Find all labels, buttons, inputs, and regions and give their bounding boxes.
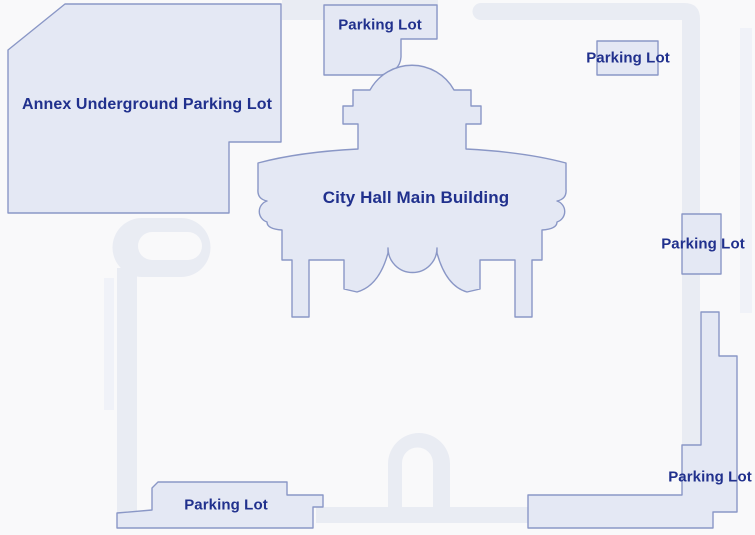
northeast-parking-lot-shape[interactable] — [596, 40, 659, 76]
southeast-parking-lot-shape[interactable] — [527, 311, 738, 529]
top-parking-lot-shape[interactable] — [323, 4, 438, 76]
road-west-stem — [117, 268, 137, 513]
south-parking-lot-shape[interactable] — [116, 481, 324, 529]
east-parking-lot-shape[interactable] — [681, 213, 722, 275]
road-west-faint — [104, 278, 114, 410]
road-right-edge — [740, 28, 752, 313]
road-loop — [112, 218, 211, 277]
city-hall-main-building-shape[interactable] — [257, 64, 567, 318]
road-arch — [388, 433, 450, 523]
annex-underground-parking-lot-shape[interactable] — [7, 3, 282, 214]
